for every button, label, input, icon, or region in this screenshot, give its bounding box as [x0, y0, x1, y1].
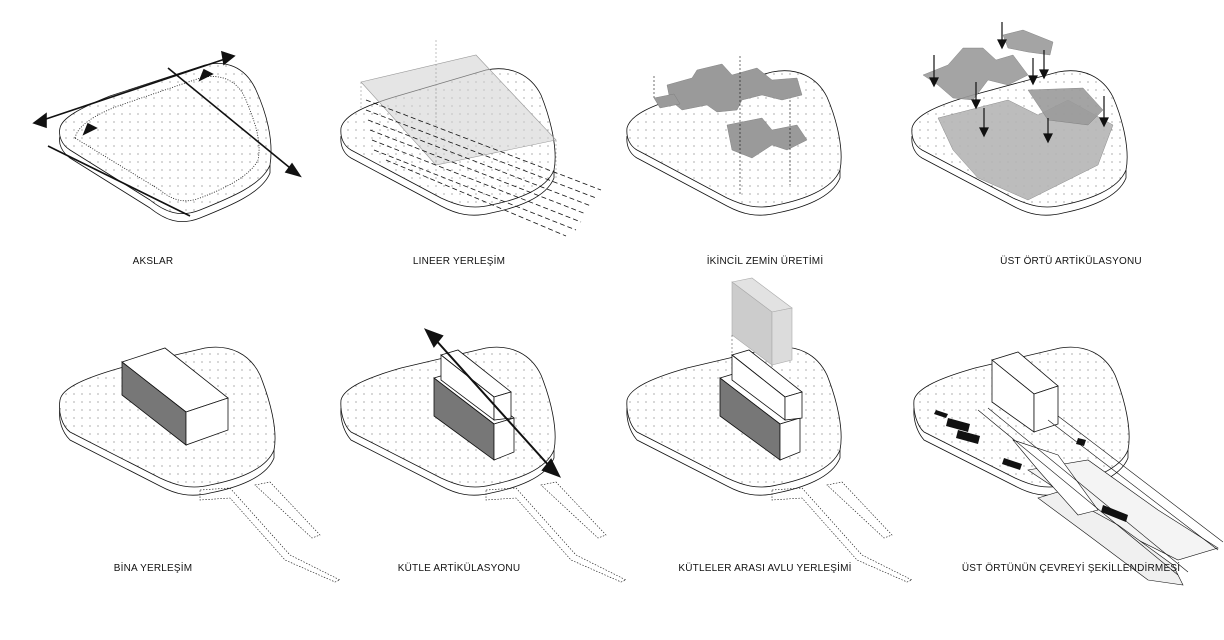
caption-ust-ortunun-cevreyi: ÜST ÖRTÜNÜN ÇEVREYİ ŞEKİLLENDİRMESİ: [961, 563, 1181, 574]
caption-ikincil-zemin: İKİNCİL ZEMİN ÜRETİMİ: [706, 256, 824, 267]
caption-akslar: AKSLAR: [132, 256, 174, 267]
direction-arrow: [423, 328, 562, 478]
promenade-outline: [199, 481, 341, 583]
courtyard-diagram: [626, 277, 913, 583]
panel-akslar: AKSLAR: [0, 0, 306, 320]
caption-kutle-artikulasyonu: KÜTLE ARTİKÜLASYONU: [397, 563, 521, 574]
panel-lineer-yerlesim: LINEER YERLEŞİM: [306, 0, 612, 320]
secondary-ground-diagram: [626, 56, 842, 216]
courtyard-volume: [731, 277, 793, 395]
caption-bina-yerlesim: BİNA YERLEŞİM: [113, 563, 193, 574]
transparent-slab: [360, 40, 557, 180]
linear-layout-diagram: [340, 40, 602, 237]
site-plate: [59, 62, 272, 222]
promenade-outline: [771, 481, 913, 583]
roof-shaping-environment-diagram: [913, 346, 1224, 586]
building-placement-diagram: [59, 346, 341, 583]
panel-ikincil-zemin: İKİNCİL ZEMİN ÜRETİMİ: [612, 0, 918, 320]
black-strips: [934, 410, 1128, 522]
building-masses: [433, 349, 515, 461]
panel-kutle-artikulasyonu: KÜTLE ARTİKÜLASYONU: [306, 320, 627, 640]
mass-block: [991, 351, 1059, 433]
panel-kutleler-arasi-avlu: KÜTLELER ARASI AVLU YERLEŞİMİ: [612, 277, 918, 640]
axis-lines: [32, 50, 302, 217]
drop-lines: [653, 56, 791, 195]
caption-lineer-yerlesim: LINEER YERLEŞİM: [412, 256, 506, 267]
panel-ust-ortu: ÜST ÖRTÜ ARTİKÜLASYONU: [911, 0, 1224, 320]
panel-bina-yerlesim: BİNA YERLEŞİM: [0, 320, 341, 640]
building-block: [121, 347, 229, 446]
promenade-outline: [485, 481, 627, 583]
caption-ust-ortu: ÜST ÖRTÜ ARTİKÜLASYONU: [1000, 256, 1142, 267]
mass-articulation-diagram: [340, 328, 627, 583]
caption-kutleler-arasi-avlu: KÜTLELER ARASI AVLU YERLEŞİMİ: [678, 563, 852, 574]
building-masses: [719, 349, 803, 461]
panel-ust-ortunun-cevreyi: ÜST ÖRTÜNÜN ÇEVREYİ ŞEKİLLENDİRMESİ: [913, 320, 1224, 640]
axes-diagram: [32, 50, 302, 222]
route-lines: [977, 407, 1224, 576]
roof-articulation-diagram: [911, 22, 1128, 216]
roof-plates: [922, 29, 1114, 201]
landscape-roof: [1012, 439, 1219, 586]
press-arrows: [929, 22, 1109, 144]
secondary-ground-plates: [653, 63, 808, 159]
linear-lines: [365, 99, 602, 237]
